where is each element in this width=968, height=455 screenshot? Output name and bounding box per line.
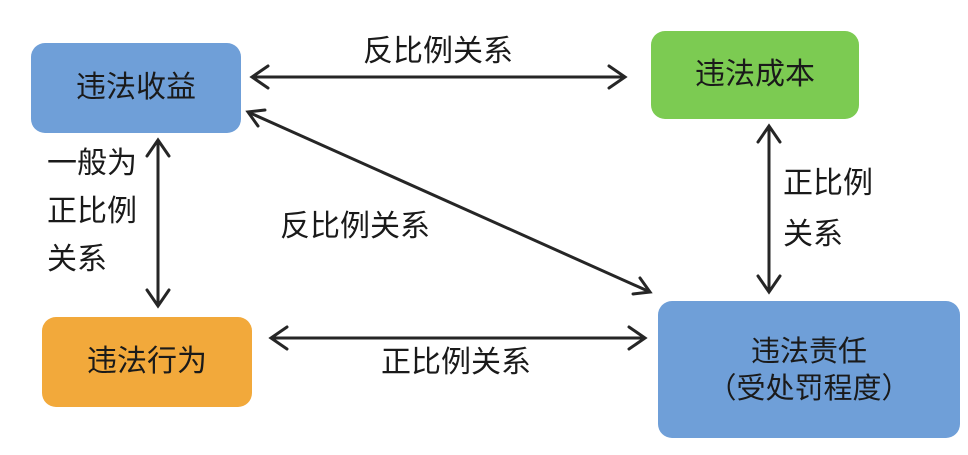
node-legal-liability-sublabel: （受处罚程度） <box>707 370 911 405</box>
node-illegal-income: 违法收益 <box>31 43 241 133</box>
edge-label-cost-liability: 正比例关系 <box>783 166 873 252</box>
edge-label-behavior-liability: 正比例关系 <box>381 345 531 380</box>
node-legal-liability-label: 违法责任 <box>750 334 867 369</box>
node-illegal-cost: 违法成本 <box>651 31 859 119</box>
arrow-income-liability <box>245 108 653 296</box>
edge-label-income-behavior: 一般为正比例关系 <box>47 146 137 277</box>
node-illegal-behavior-label: 违法行为 <box>87 344 207 380</box>
arrow-income-behavior <box>145 137 171 309</box>
edge-label-income-cost: 反比例关系 <box>363 34 513 69</box>
edge-label-income-liability: 反比例关系 <box>280 209 430 244</box>
arrow-income-cost <box>249 64 628 90</box>
node-illegal-income-label: 违法收益 <box>76 70 196 106</box>
node-illegal-behavior: 违法行为 <box>42 317 252 407</box>
node-legal-liability: 违法责任 （受处罚程度） <box>658 301 960 438</box>
arrow-behavior-liability <box>268 325 648 351</box>
arrow-cost-liability <box>756 123 782 295</box>
node-illegal-cost-label: 违法成本 <box>695 57 815 93</box>
